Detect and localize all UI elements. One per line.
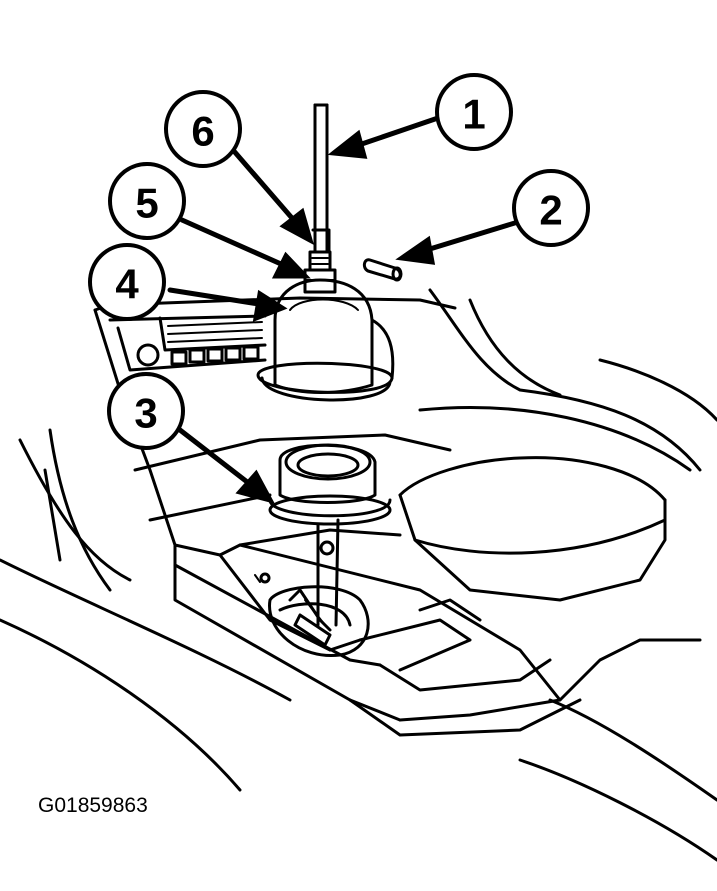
callout-circle-4 bbox=[88, 243, 166, 321]
callout-label-5: 5 bbox=[135, 180, 158, 227]
leader-arrow-3 bbox=[177, 427, 258, 491]
arrowhead-2 bbox=[395, 235, 436, 265]
callout-label-2: 2 bbox=[539, 187, 562, 234]
arrowhead-3 bbox=[235, 469, 275, 504]
leader-arrow-6 bbox=[230, 147, 301, 228]
callout-circle-1 bbox=[435, 73, 513, 151]
arrowhead-4 bbox=[252, 289, 288, 322]
callout-label-3: 3 bbox=[134, 390, 157, 437]
callout-circles bbox=[88, 73, 590, 450]
callout-label-6: 6 bbox=[191, 108, 214, 155]
leader-arrow-1 bbox=[347, 115, 441, 151]
callout-labels: 1 2 3 4 5 6 bbox=[115, 91, 562, 437]
callout-label-1: 1 bbox=[462, 91, 485, 138]
callout-circle-6 bbox=[164, 90, 242, 168]
callout-circle-5 bbox=[108, 162, 186, 240]
figure-code: G01859863 bbox=[38, 794, 148, 817]
leader-arrow-2 bbox=[417, 219, 521, 255]
callout-circle-3 bbox=[107, 372, 185, 450]
callout-circle-2 bbox=[512, 169, 590, 247]
callout-label-4: 4 bbox=[115, 261, 139, 308]
leader-arrow-4 bbox=[167, 287, 268, 308]
leader-arrow-5 bbox=[179, 217, 293, 271]
arrowhead-5 bbox=[271, 251, 311, 279]
console-linework bbox=[0, 103, 717, 862]
leader-arrows bbox=[167, 115, 521, 504]
arrowhead-6 bbox=[279, 207, 315, 246]
arrowhead-1 bbox=[327, 129, 368, 159]
